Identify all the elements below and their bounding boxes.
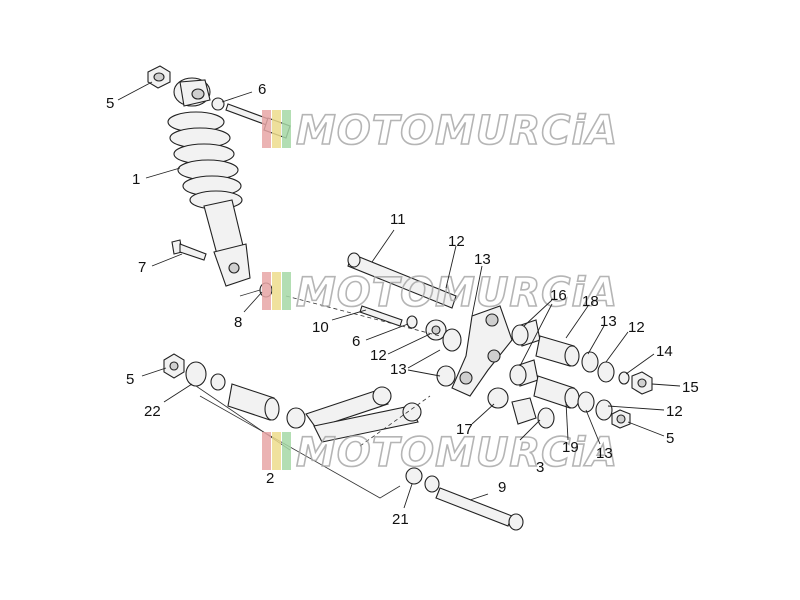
callout-13-right: 13 xyxy=(600,313,617,330)
callout-13-top: 13 xyxy=(474,251,491,268)
callout-labels: 5 6 1 7 8 11 12 13 10 6 12 13 16 18 13 1… xyxy=(106,81,699,528)
callout-22: 22 xyxy=(144,403,161,420)
callout-17: 17 xyxy=(456,421,473,438)
bushing-19[interactable] xyxy=(533,375,580,409)
callout-8: 8 xyxy=(234,314,242,331)
bolt-10[interactable] xyxy=(359,305,403,327)
washer-stack-mid[interactable] xyxy=(406,315,462,387)
washers-right-lower[interactable] xyxy=(577,391,631,429)
washers-21[interactable] xyxy=(405,467,440,493)
bolt-7[interactable] xyxy=(171,239,207,261)
callout-5-top: 5 xyxy=(106,95,114,112)
callout-3: 3 xyxy=(536,459,544,476)
callout-10: 10 xyxy=(312,319,329,336)
callout-2: 2 xyxy=(266,470,274,487)
washers-right-upper[interactable] xyxy=(581,351,653,395)
callout-19: 19 xyxy=(562,439,579,456)
callout-12-mid: 12 xyxy=(370,347,387,364)
bushing-long[interactable] xyxy=(227,383,280,421)
leader-lines xyxy=(117,81,681,509)
callout-7: 7 xyxy=(138,259,146,276)
callout-21: 21 xyxy=(392,511,409,528)
callout-12-right: 12 xyxy=(628,319,645,336)
bushing-18[interactable] xyxy=(535,335,580,367)
bolt-9[interactable] xyxy=(435,487,524,531)
svg-text:MOTOMURCiA: MOTOMURCiA xyxy=(296,270,618,316)
callout-12-top: 12 xyxy=(448,233,465,250)
bushing-17[interactable] xyxy=(487,387,555,429)
callout-13-right-lower: 13 xyxy=(596,445,613,462)
callout-14: 14 xyxy=(656,343,673,360)
callout-12-right-lower: 12 xyxy=(666,403,683,420)
shock-absorber[interactable] xyxy=(167,77,251,287)
watermark-logo: MOTOMURCiA MOTOMURCiA MOTOMURCiA xyxy=(262,107,618,477)
callout-6-mid: 6 xyxy=(352,333,360,350)
link-rods-2[interactable] xyxy=(286,386,422,443)
callout-18: 18 xyxy=(582,293,599,310)
rocker-link[interactable] xyxy=(451,305,513,397)
callout-16: 16 xyxy=(550,287,567,304)
nut-22[interactable] xyxy=(163,353,226,391)
svg-text:MOTOMURCiA: MOTOMURCiA xyxy=(296,430,618,476)
bushing-16[interactable] xyxy=(509,319,541,387)
callout-13-mid: 13 xyxy=(390,361,407,378)
callout-5-left: 5 xyxy=(126,371,134,388)
callout-11: 11 xyxy=(390,211,406,228)
callout-5-right: 5 xyxy=(666,430,674,447)
callout-1: 1 xyxy=(132,171,140,188)
nut-top[interactable] xyxy=(147,65,171,89)
callout-6-top: 6 xyxy=(258,81,266,98)
svg-text:MOTOMURCiA: MOTOMURCiA xyxy=(296,108,618,154)
callout-15: 15 xyxy=(682,379,699,396)
pin-11[interactable] xyxy=(347,252,457,309)
callout-9: 9 xyxy=(498,479,506,496)
